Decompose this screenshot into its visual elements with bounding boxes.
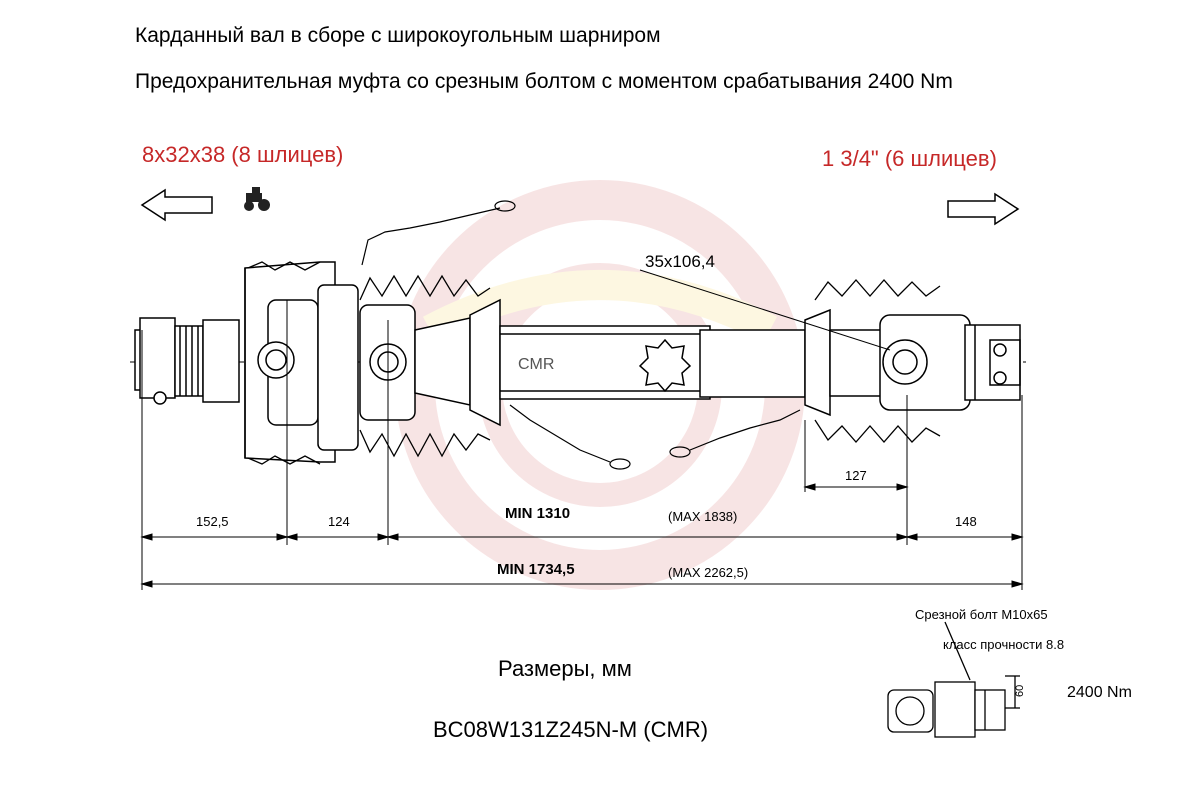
profile-section-icon — [638, 338, 692, 393]
torque-label: 2400 Nm — [1067, 684, 1132, 701]
strength-class-label: класс прочности 8.8 — [943, 637, 1065, 652]
dimension-lines — [140, 300, 1024, 590]
dim-127: 127 — [845, 468, 867, 483]
detail-dim-60: 60 — [1014, 685, 1026, 697]
dim-148: 148 — [955, 514, 977, 529]
title-line-2: Предохранительная муфта со срезным болто… — [135, 70, 953, 93]
profile-leader — [639, 269, 891, 351]
dim-124: 124 — [328, 514, 350, 529]
left-spline-spec: 8x32x38 (8 шлицев) — [142, 142, 344, 167]
max-length: (MAX 1838) — [668, 509, 738, 524]
right-spline-spec: 1 3/4" (6 шлицев) — [822, 146, 997, 171]
shear-bolt-label: Срезной болт M10x65 — [915, 607, 1048, 622]
left-bellows-guard — [247, 261, 491, 465]
clutch-detail-view — [887, 621, 1020, 738]
inner-tube — [699, 308, 886, 417]
model-code: BC08W131Z245N-M (CMR) — [433, 717, 709, 742]
sizes-label: Размеры, мм — [498, 656, 632, 681]
dim-152-5: 152,5 — [196, 514, 229, 529]
title-line-1: Карданный вал в сборе с широкоугольным ш… — [135, 24, 661, 47]
arrow-left-icon — [140, 188, 213, 222]
left-hub — [134, 317, 240, 405]
safety-chains — [361, 200, 801, 470]
right-bellows-guard — [814, 279, 941, 443]
right-joint — [879, 314, 1021, 411]
tractor-icon — [244, 187, 270, 211]
min-length: MIN 1310 — [505, 505, 571, 522]
tube-brand: CMR — [518, 356, 554, 373]
max-total-length: (MAX 2262,5) — [668, 565, 749, 580]
min-total-length: MIN 1734,5 — [497, 561, 575, 578]
profile-dimension: 35x106,4 — [645, 252, 715, 271]
arrow-right-icon — [947, 192, 1020, 226]
